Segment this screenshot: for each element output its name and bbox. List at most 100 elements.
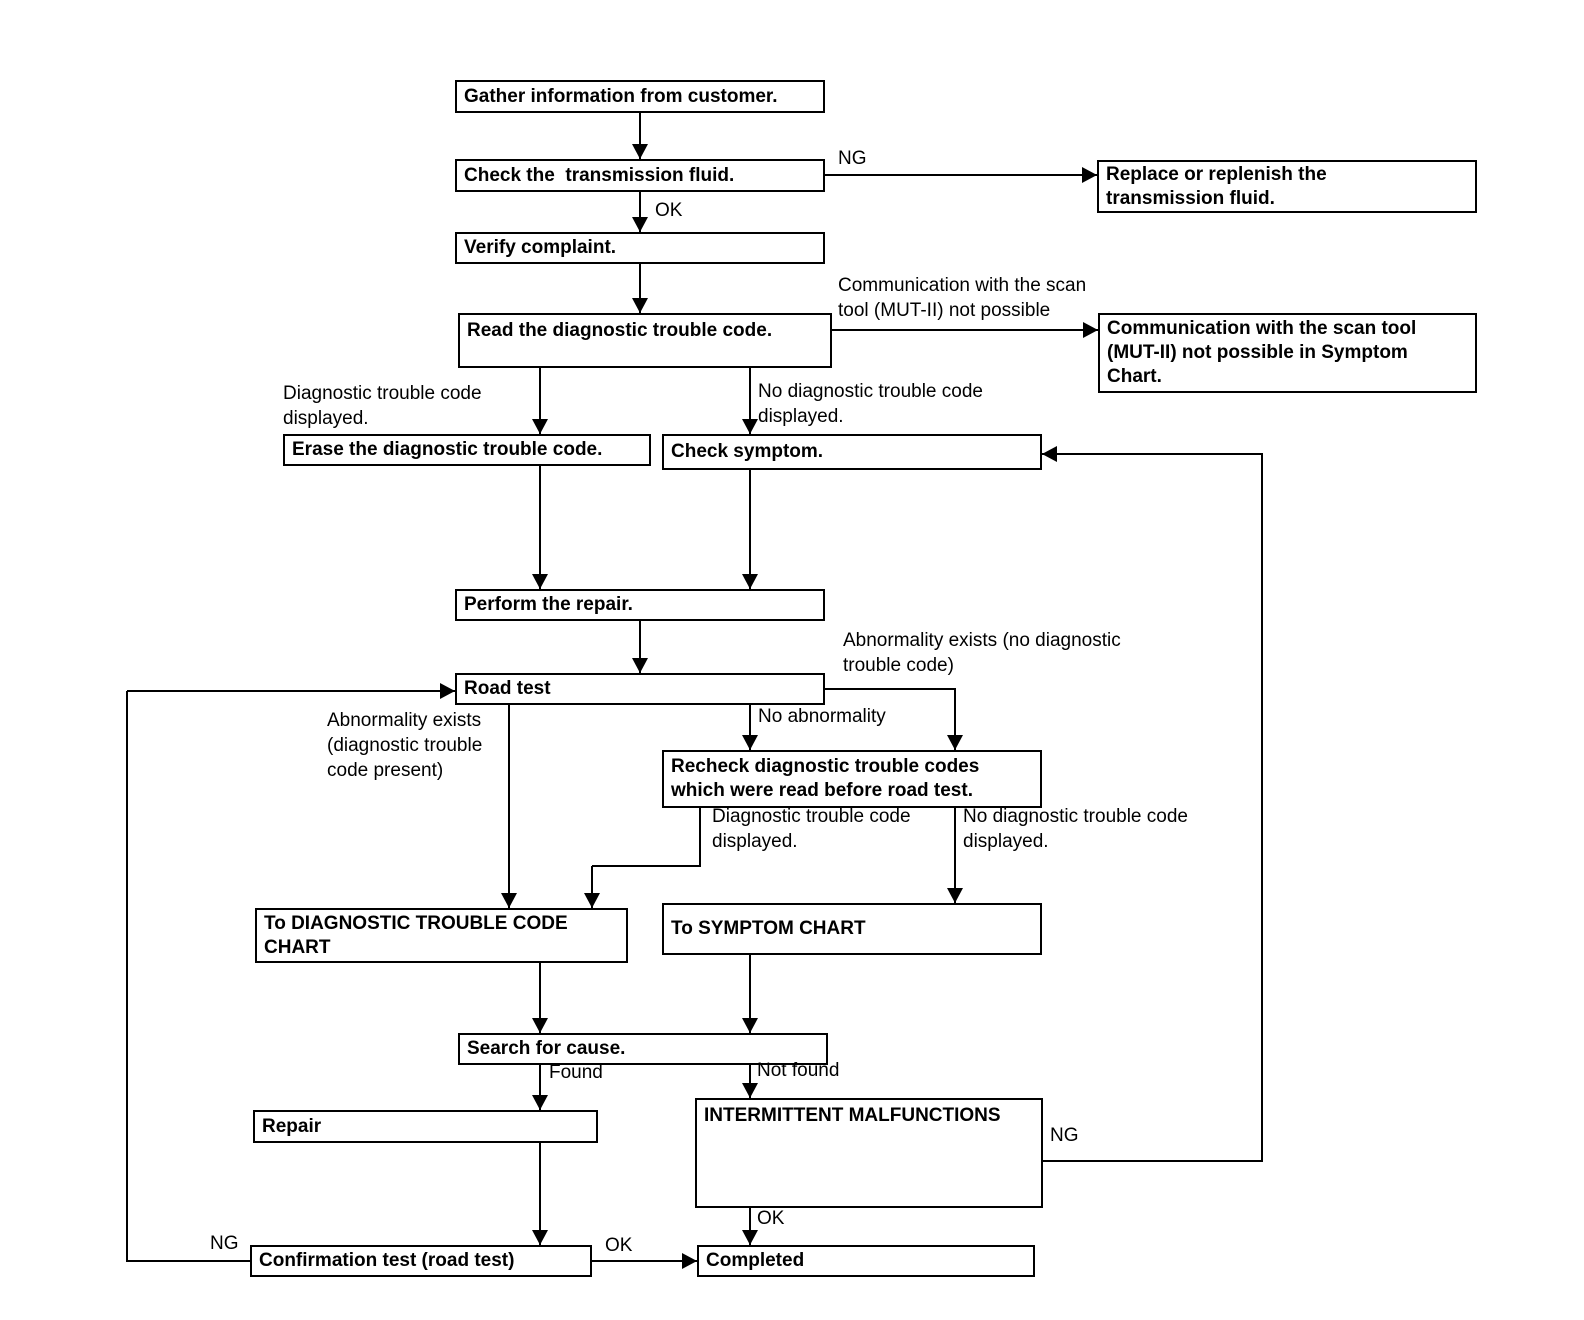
connector-search-notfound-to-int-segment bbox=[749, 1065, 751, 1099]
flow-box-gather: Gather information from customer. bbox=[455, 80, 825, 113]
flow-box-repair-text: Repair bbox=[262, 1115, 322, 1137]
flow-label-no-abnormality-text: No abnormality bbox=[758, 706, 886, 727]
flow-label-abn-no-dtc-text: Abnormality exists (no diagnostic bbox=[843, 630, 1121, 651]
flow-label-ng-right-text: NG bbox=[1050, 1125, 1079, 1146]
arrowhead-down-icon bbox=[742, 574, 758, 589]
connector-confirmation-ng-roadtest-segment bbox=[127, 1260, 251, 1262]
flow-label-not-found-text: Not found bbox=[757, 1060, 840, 1081]
arrowhead-down-icon bbox=[632, 298, 648, 313]
flow-box-completed: Completed bbox=[697, 1245, 1035, 1277]
flow-label-ok-bottom-left-text: OK bbox=[605, 1235, 633, 1256]
flow-label-ok-top-text: OK bbox=[655, 200, 683, 221]
flow-box-confirmation: Confirmation test (road test) bbox=[250, 1245, 592, 1277]
connector-recheck-to-dtcchart-segment bbox=[591, 866, 593, 909]
connector-perform-to-roadtest-segment bbox=[639, 621, 641, 674]
flow-label-ng-right: NG bbox=[1050, 1123, 1079, 1148]
flow-box-intermittent-text: INTERMITTENT MALFUNCTIONS bbox=[704, 1105, 1001, 1126]
connector-gather-to-checkfluid-segment bbox=[639, 113, 641, 160]
connector-roadtest-noabn-to-recheck-segment bbox=[749, 705, 751, 751]
arrowhead-right-icon bbox=[440, 683, 455, 699]
flow-label-no-abnormality: No abnormality bbox=[758, 704, 886, 729]
flow-box-perform-repair-text: Perform the repair. bbox=[464, 594, 633, 616]
flow-label-comm-note-text: Communication with the scan bbox=[838, 275, 1087, 296]
flow-label-abn-no-dtc-text: trouble code) bbox=[843, 655, 954, 677]
flow-box-road-test-text: Road test bbox=[464, 678, 551, 700]
flow-label-abn-dtc-present-text: (diagnostic trouble bbox=[327, 735, 483, 757]
connector-readdtc-to-checksymptom-segment bbox=[749, 368, 751, 435]
flow-box-replace-fluid-text: Replace or replenish the bbox=[1106, 163, 1327, 185]
flow-label-found-text: Found bbox=[549, 1062, 603, 1083]
connector-int-ng-to-checksymptom-segment bbox=[1042, 453, 1263, 455]
flow-box-to-dtc-chart-text: CHART bbox=[264, 936, 331, 958]
flow-box-repair: Repair bbox=[253, 1110, 598, 1143]
flow-box-replace-fluid-text: transmission fluid. bbox=[1106, 187, 1275, 209]
flow-label-no-dtc-mid-text: displayed. bbox=[963, 831, 1049, 853]
connector-int-ng-to-checksymptom-segment bbox=[1261, 454, 1263, 1162]
flow-label-dtc-displayed-left-text: Diagnostic trouble code bbox=[283, 383, 482, 404]
flow-label-ok-top: OK bbox=[655, 198, 682, 223]
arrowhead-down-icon bbox=[632, 658, 648, 673]
flow-label-ok-mid: OK bbox=[757, 1206, 784, 1231]
arrowhead-down-icon bbox=[742, 1018, 758, 1033]
connector-symptomchart-to-search-segment bbox=[749, 955, 751, 1034]
flow-box-check-symptom-text: Check symptom. bbox=[671, 441, 824, 463]
connector-repair-to-confirmation-segment bbox=[539, 1143, 541, 1246]
arrowhead-down-icon bbox=[742, 735, 758, 750]
connector-confirmation-ng-roadtest-segment bbox=[127, 690, 456, 692]
flow-label-ng-top-text: NG bbox=[838, 148, 867, 169]
flow-box-verify: Verify complaint. bbox=[455, 232, 825, 264]
arrowhead-down-icon bbox=[742, 1230, 758, 1245]
flow-box-comm-chart: Communication with the scan tool(MUT-II)… bbox=[1098, 313, 1477, 393]
flow-box-check-fluid: Check the transmission fluid. bbox=[455, 159, 825, 192]
flow-label-ng-top: NG bbox=[838, 146, 867, 171]
flow-box-check-fluid-text: Check the transmission fluid. bbox=[464, 164, 735, 186]
arrowhead-down-icon bbox=[947, 888, 963, 903]
connector-readdtc-to-commchart-segment bbox=[832, 329, 1099, 331]
flow-label-no-dtc-mid: No diagnostic trouble code displayed. bbox=[963, 804, 1188, 854]
flow-label-abn-dtc-present-text: Abnormality exists bbox=[327, 710, 482, 731]
connector-readdtc-to-erase-segment bbox=[539, 368, 541, 435]
connector-verify-to-readdtc-segment bbox=[639, 264, 641, 314]
flow-label-comm-note-text: tool (MUT-II) not possible bbox=[838, 300, 1051, 322]
arrowhead-down-icon bbox=[532, 1018, 548, 1033]
flow-box-to-dtc-chart-text: To DIAGNOSTIC TROUBLE CODE bbox=[264, 912, 568, 934]
arrowhead-left-icon bbox=[1042, 446, 1057, 462]
flow-label-dtc-displayed-left-text: displayed. bbox=[283, 408, 369, 430]
flow-box-road-test: Road test bbox=[455, 673, 825, 705]
connector-confirmation-ok-completed-segment bbox=[592, 1260, 698, 1262]
arrowhead-down-icon bbox=[632, 144, 648, 159]
flow-box-to-symptom-text: To SYMPTOM CHART bbox=[671, 918, 866, 940]
connector-roadtest-abn-to-recheck-segment bbox=[954, 689, 956, 751]
connector-dtcchart-to-search-segment bbox=[539, 963, 541, 1034]
arrowhead-right-icon bbox=[1082, 167, 1097, 183]
flow-box-verify-text: Verify complaint. bbox=[464, 237, 617, 259]
arrowhead-down-icon bbox=[532, 419, 548, 434]
flow-box-erase: Erase the diagnostic trouble code. bbox=[283, 434, 651, 466]
flow-box-comm-chart-text: Communication with the scan tool bbox=[1107, 318, 1417, 340]
flow-box-completed-text: Completed bbox=[706, 1250, 805, 1272]
flow-label-no-dtc-top-text: displayed. bbox=[758, 406, 844, 428]
flow-box-comm-chart-text: (MUT-II) not possible in Symptom bbox=[1107, 342, 1408, 364]
flow-label-ok-bottom-left: OK bbox=[605, 1233, 632, 1258]
connector-recheck-to-dtcchart-segment bbox=[592, 865, 701, 867]
flow-label-no-dtc-mid-text: No diagnostic trouble code bbox=[963, 806, 1188, 827]
flow-box-gather-text: Gather information from customer. bbox=[464, 85, 778, 107]
flow-box-search-cause: Search for cause. bbox=[458, 1033, 828, 1065]
arrowhead-down-icon bbox=[532, 574, 548, 589]
arrowhead-right-icon bbox=[682, 1253, 697, 1269]
flow-box-perform-repair: Perform the repair. bbox=[455, 589, 825, 621]
connector-confirmation-ng-roadtest-segment bbox=[126, 691, 128, 1262]
flow-label-ng-bottom-left-text: NG bbox=[210, 1233, 239, 1254]
connector-recheck-to-symptomchart-segment bbox=[954, 808, 956, 904]
flow-label-ok-mid-text: OK bbox=[757, 1208, 785, 1229]
arrowhead-down-icon bbox=[742, 1083, 758, 1098]
arrowhead-down-icon bbox=[501, 893, 517, 908]
arrowhead-down-icon bbox=[532, 1095, 548, 1110]
connector-roadtest-abn-to-recheck-segment bbox=[825, 688, 956, 690]
